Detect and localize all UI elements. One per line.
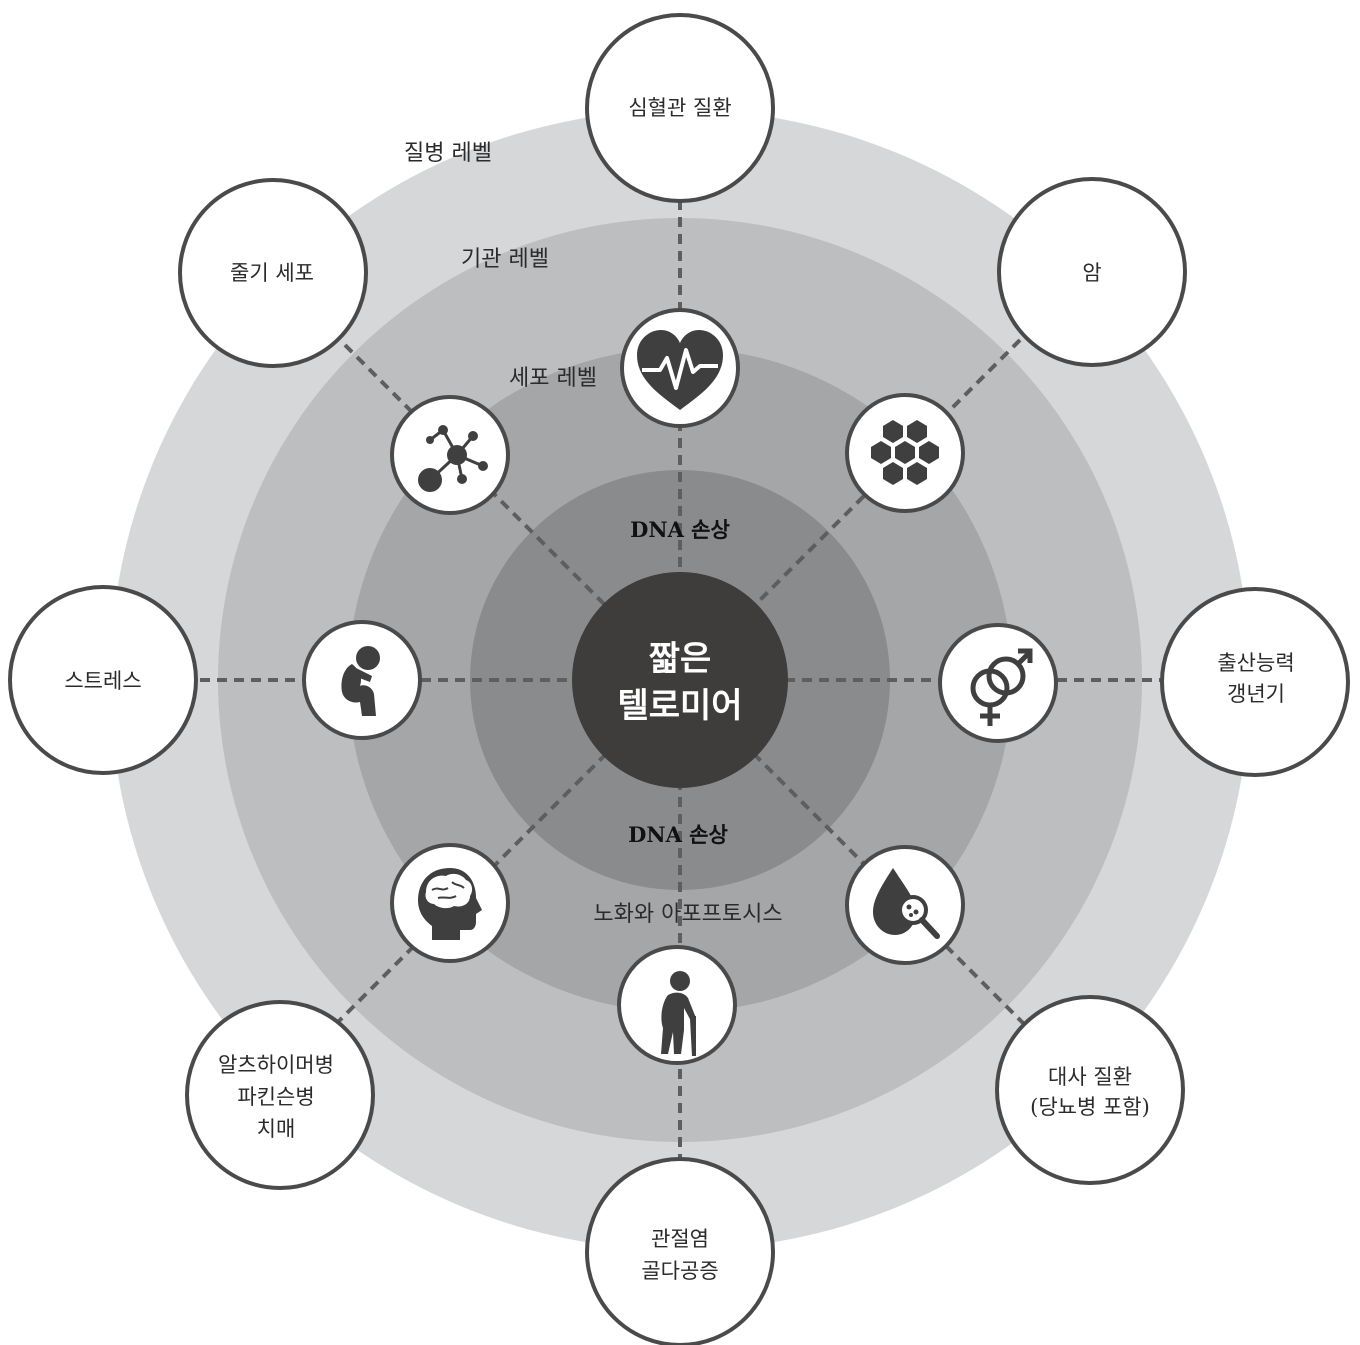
brain-head-icon xyxy=(418,868,482,940)
outer-circle-cancer xyxy=(997,177,1187,367)
blood-drop-magnifier-icon xyxy=(873,868,940,939)
gender-symbols-icon xyxy=(970,648,1033,726)
stressed-person-icon xyxy=(341,646,380,716)
outer-circle-neuro xyxy=(185,1000,375,1190)
label-menopause: 갱년기 xyxy=(1227,682,1285,706)
aging-apoptosis-label: 노화와 아포프토시스 xyxy=(593,902,782,927)
connector-top-left xyxy=(343,343,607,607)
label-cancer: 암 xyxy=(1082,261,1101,285)
label-dementia: 치매 xyxy=(257,1117,296,1141)
outer-circle-cardiovascular xyxy=(585,13,775,203)
icon-circle-left xyxy=(302,620,422,740)
label-stem-cells: 줄기 세포 xyxy=(230,261,314,285)
outer-circle-stem-cell xyxy=(178,178,368,368)
outer-circle-stress xyxy=(8,585,198,775)
label-arthritis: 관절염 xyxy=(651,1227,709,1251)
label-metabolic-disease: 대사 질환 xyxy=(1048,1065,1132,1089)
dna-damage-label-top: DNA 손상 xyxy=(630,517,730,542)
outer-circle-fertility xyxy=(1160,587,1350,777)
label-fertility: 출산능력 xyxy=(1217,651,1294,675)
honeycomb-cells-icon xyxy=(871,420,939,485)
center-label-line1: 짧은 xyxy=(649,639,712,679)
label-cardiovascular-disease: 심혈관 질환 xyxy=(628,96,731,120)
center-circle xyxy=(572,572,788,788)
outer-disease-circles xyxy=(8,13,1350,1345)
label-stress: 스트레스 xyxy=(64,669,141,693)
icon-circle-right xyxy=(938,623,1058,743)
molecule-network-icon xyxy=(418,425,488,492)
dna-damage-label-bottom: DNA 손상 xyxy=(628,822,728,847)
label-osteoporosis: 골다공증 xyxy=(641,1259,718,1283)
label-parkinsons: 파킨슨병 xyxy=(237,1085,314,1109)
label-alzheimers: 알츠하이머병 xyxy=(218,1053,334,1077)
outer-circle-metabolic xyxy=(995,995,1185,1185)
label-including-diabetes: (당뇨병 포함) xyxy=(1030,1095,1150,1119)
heart-pulse-icon xyxy=(637,330,723,410)
cell-level-label: 세포 레벨 xyxy=(509,366,597,391)
disease-level-label: 질병 레벨 xyxy=(404,141,492,166)
elderly-person-cane-icon xyxy=(661,971,696,1056)
center-label-line2: 텔로미어 xyxy=(617,686,742,726)
organ-level-label: 기관 레벨 xyxy=(461,247,549,272)
outer-circle-arthritis xyxy=(585,1157,775,1345)
